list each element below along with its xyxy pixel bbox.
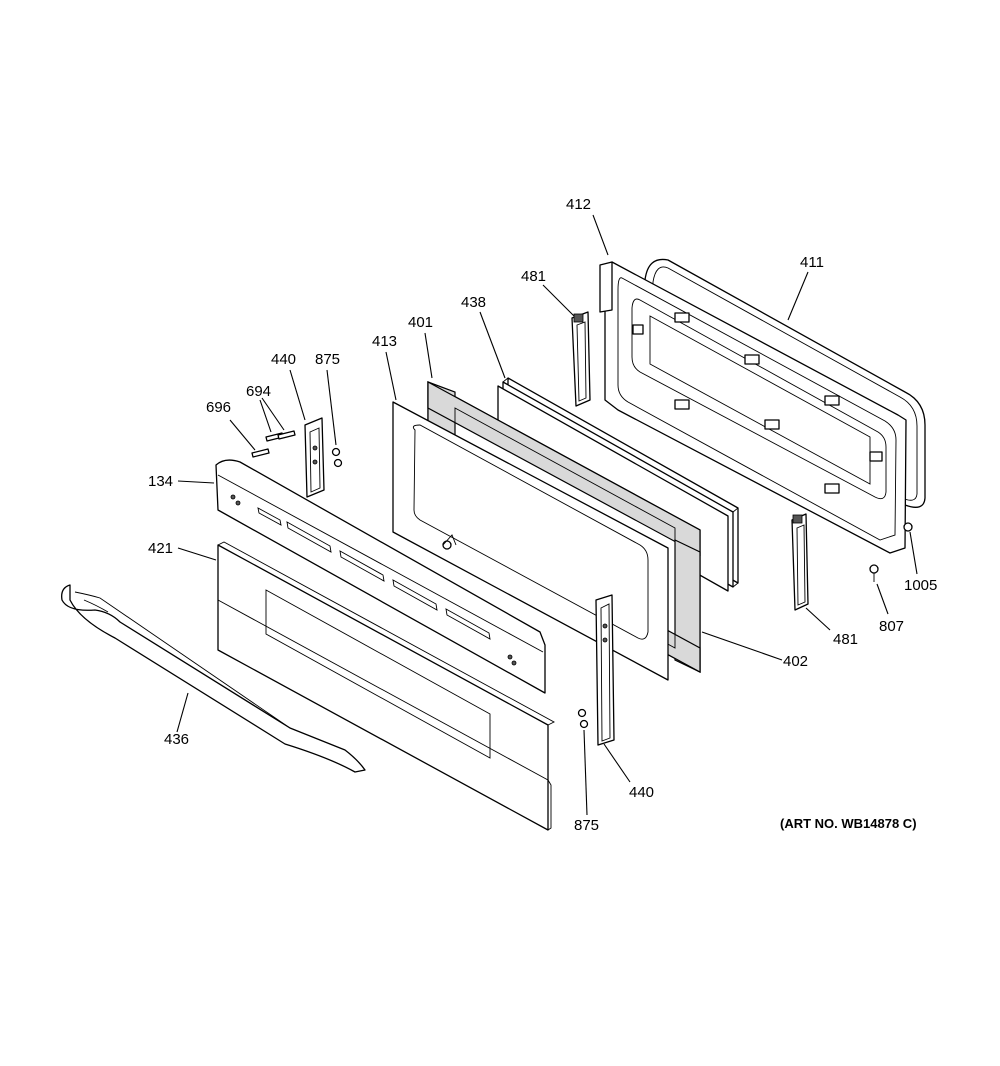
leader-440-bottom	[603, 743, 631, 783]
leader-134	[177, 480, 215, 484]
hinge-receiver-481-bottom	[791, 513, 809, 611]
callout-875-bottom: 875	[574, 817, 599, 834]
leader-694b	[261, 397, 285, 431]
callout-481-bottom: 481	[833, 631, 858, 648]
pins-694	[265, 430, 296, 442]
screw-807	[869, 564, 879, 582]
inner-door-412	[599, 261, 907, 554]
callout-481-top: 481	[521, 268, 546, 285]
callout-807: 807	[879, 618, 904, 635]
leader-401	[424, 332, 433, 379]
callout-696: 696	[206, 399, 231, 416]
callout-1005: 1005	[904, 577, 937, 594]
callout-402: 402	[783, 653, 808, 670]
callout-labels: 412 411 481 438 401 413 440 875 694 696 …	[148, 196, 937, 834]
screws-875-bottom	[577, 708, 589, 729]
leader-696	[229, 419, 256, 451]
callout-411: 411	[800, 254, 824, 271]
leader-lines	[176, 214, 918, 816]
callout-421: 421	[148, 540, 173, 557]
vent-slots	[257, 507, 491, 640]
leader-421	[177, 547, 217, 561]
hinge-440-bottom	[595, 594, 615, 746]
leader-436	[176, 692, 189, 733]
leader-411	[787, 271, 809, 321]
door-handle-436	[61, 584, 366, 773]
leader-694a	[259, 399, 272, 433]
leader-481-top	[542, 284, 575, 317]
callout-440-top: 440	[271, 351, 296, 368]
art-number: (ART NO. WB14878 C)	[780, 816, 917, 831]
leader-1005	[909, 531, 918, 575]
outer-door-panel-421	[217, 541, 555, 831]
liner-clips	[632, 312, 883, 494]
callout-438: 438	[461, 294, 486, 311]
vent-trim-134	[215, 459, 546, 694]
hinge-receiver-481-top	[571, 311, 591, 407]
callout-413: 413	[372, 333, 397, 350]
pin-696	[251, 448, 270, 458]
callout-875-top: 875	[315, 351, 340, 368]
callout-694: 694	[246, 383, 271, 400]
leader-807	[876, 583, 889, 615]
nut-1005	[903, 522, 913, 532]
hinge-440-top	[304, 417, 325, 498]
screws-875-top	[331, 447, 343, 468]
callout-412: 412	[566, 196, 591, 213]
leader-875-bottom	[583, 729, 588, 816]
leader-412	[592, 214, 609, 256]
leader-413	[385, 351, 397, 401]
leader-481-bottom	[805, 607, 831, 631]
callout-401: 401	[408, 314, 433, 331]
callout-440-bottom: 440	[629, 784, 654, 801]
leader-438	[479, 311, 506, 379]
leader-875-top	[326, 369, 337, 446]
leader-402	[701, 631, 783, 661]
leader-440-top	[289, 369, 306, 421]
callout-436: 436	[164, 731, 189, 748]
callout-134: 134	[148, 473, 173, 490]
